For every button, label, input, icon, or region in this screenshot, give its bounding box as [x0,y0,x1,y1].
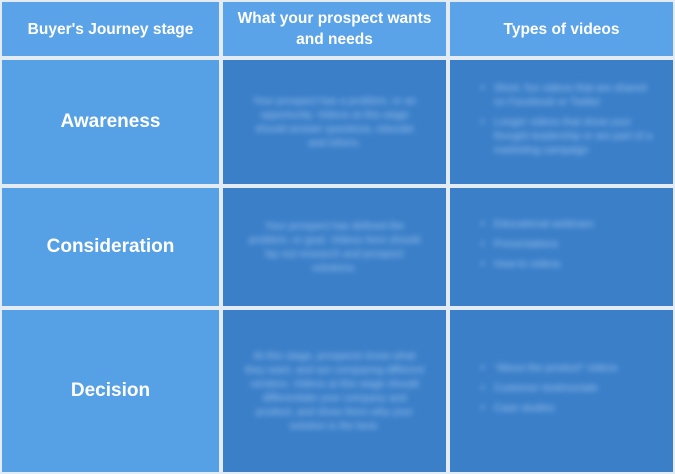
list-item: "About the product" videos [494,361,653,375]
blurred-content: Educational webinars Presentations How-t… [450,217,673,277]
header-wants-label: What your prospect wants and needs [237,10,432,48]
list-item: Presentations [494,237,653,251]
list-item: Short, fun videos that are shared on Fac… [494,81,653,109]
stage-label: Decision [70,380,151,401]
stage-label: Consideration [46,236,175,257]
blurred-content: At this stage, prospects know what they … [223,349,446,433]
video-list: Short, fun videos that are shared on Fac… [450,81,673,157]
header-stage: Buyer's Journey stage [0,0,221,58]
wants-cell-consideration: Your prospect has defined the problem, o… [221,186,448,308]
stage-label: Awareness [60,111,161,132]
list-item: How-to videos [494,257,653,271]
header-stage-label: Buyer's Journey stage [27,20,194,38]
stage-cell-consideration: Consideration [0,186,221,308]
videos-cell-decision: "About the product" videos Customer test… [448,308,675,474]
list-item: Case studies [494,401,653,415]
list-item: Educational webinars [494,217,653,231]
list-item: Customer testimonials [494,381,653,395]
header-wants: What your prospect wants and needs [221,0,448,58]
stage-cell-awareness: Awareness [0,58,221,186]
blurred-content: Short, fun videos that are shared on Fac… [450,81,673,163]
wants-cell-decision: At this stage, prospects know what they … [221,308,448,474]
video-list: Educational webinars Presentations How-t… [450,217,673,271]
wants-text: Your prospect has a problem, or an oppor… [252,95,417,149]
blurred-content: Your prospect has defined the problem, o… [223,219,446,275]
stage-cell-decision: Decision [0,308,221,474]
video-list: "About the product" videos Customer test… [450,361,673,415]
videos-cell-awareness: Short, fun videos that are shared on Fac… [448,58,675,186]
wants-text: Your prospect has defined the problem, o… [248,220,421,274]
header-videos: Types of videos [448,0,675,58]
wants-cell-awareness: Your prospect has a problem, or an oppor… [221,58,448,186]
header-videos-label: Types of videos [503,20,620,38]
wants-text: At this stage, prospects know what they … [245,350,424,432]
blurred-content: Your prospect has a problem, or an oppor… [223,94,446,150]
list-item: Longer videos that show your thought lea… [494,115,653,157]
blurred-content: "About the product" videos Customer test… [450,361,673,421]
videos-cell-consideration: Educational webinars Presentations How-t… [448,186,675,308]
